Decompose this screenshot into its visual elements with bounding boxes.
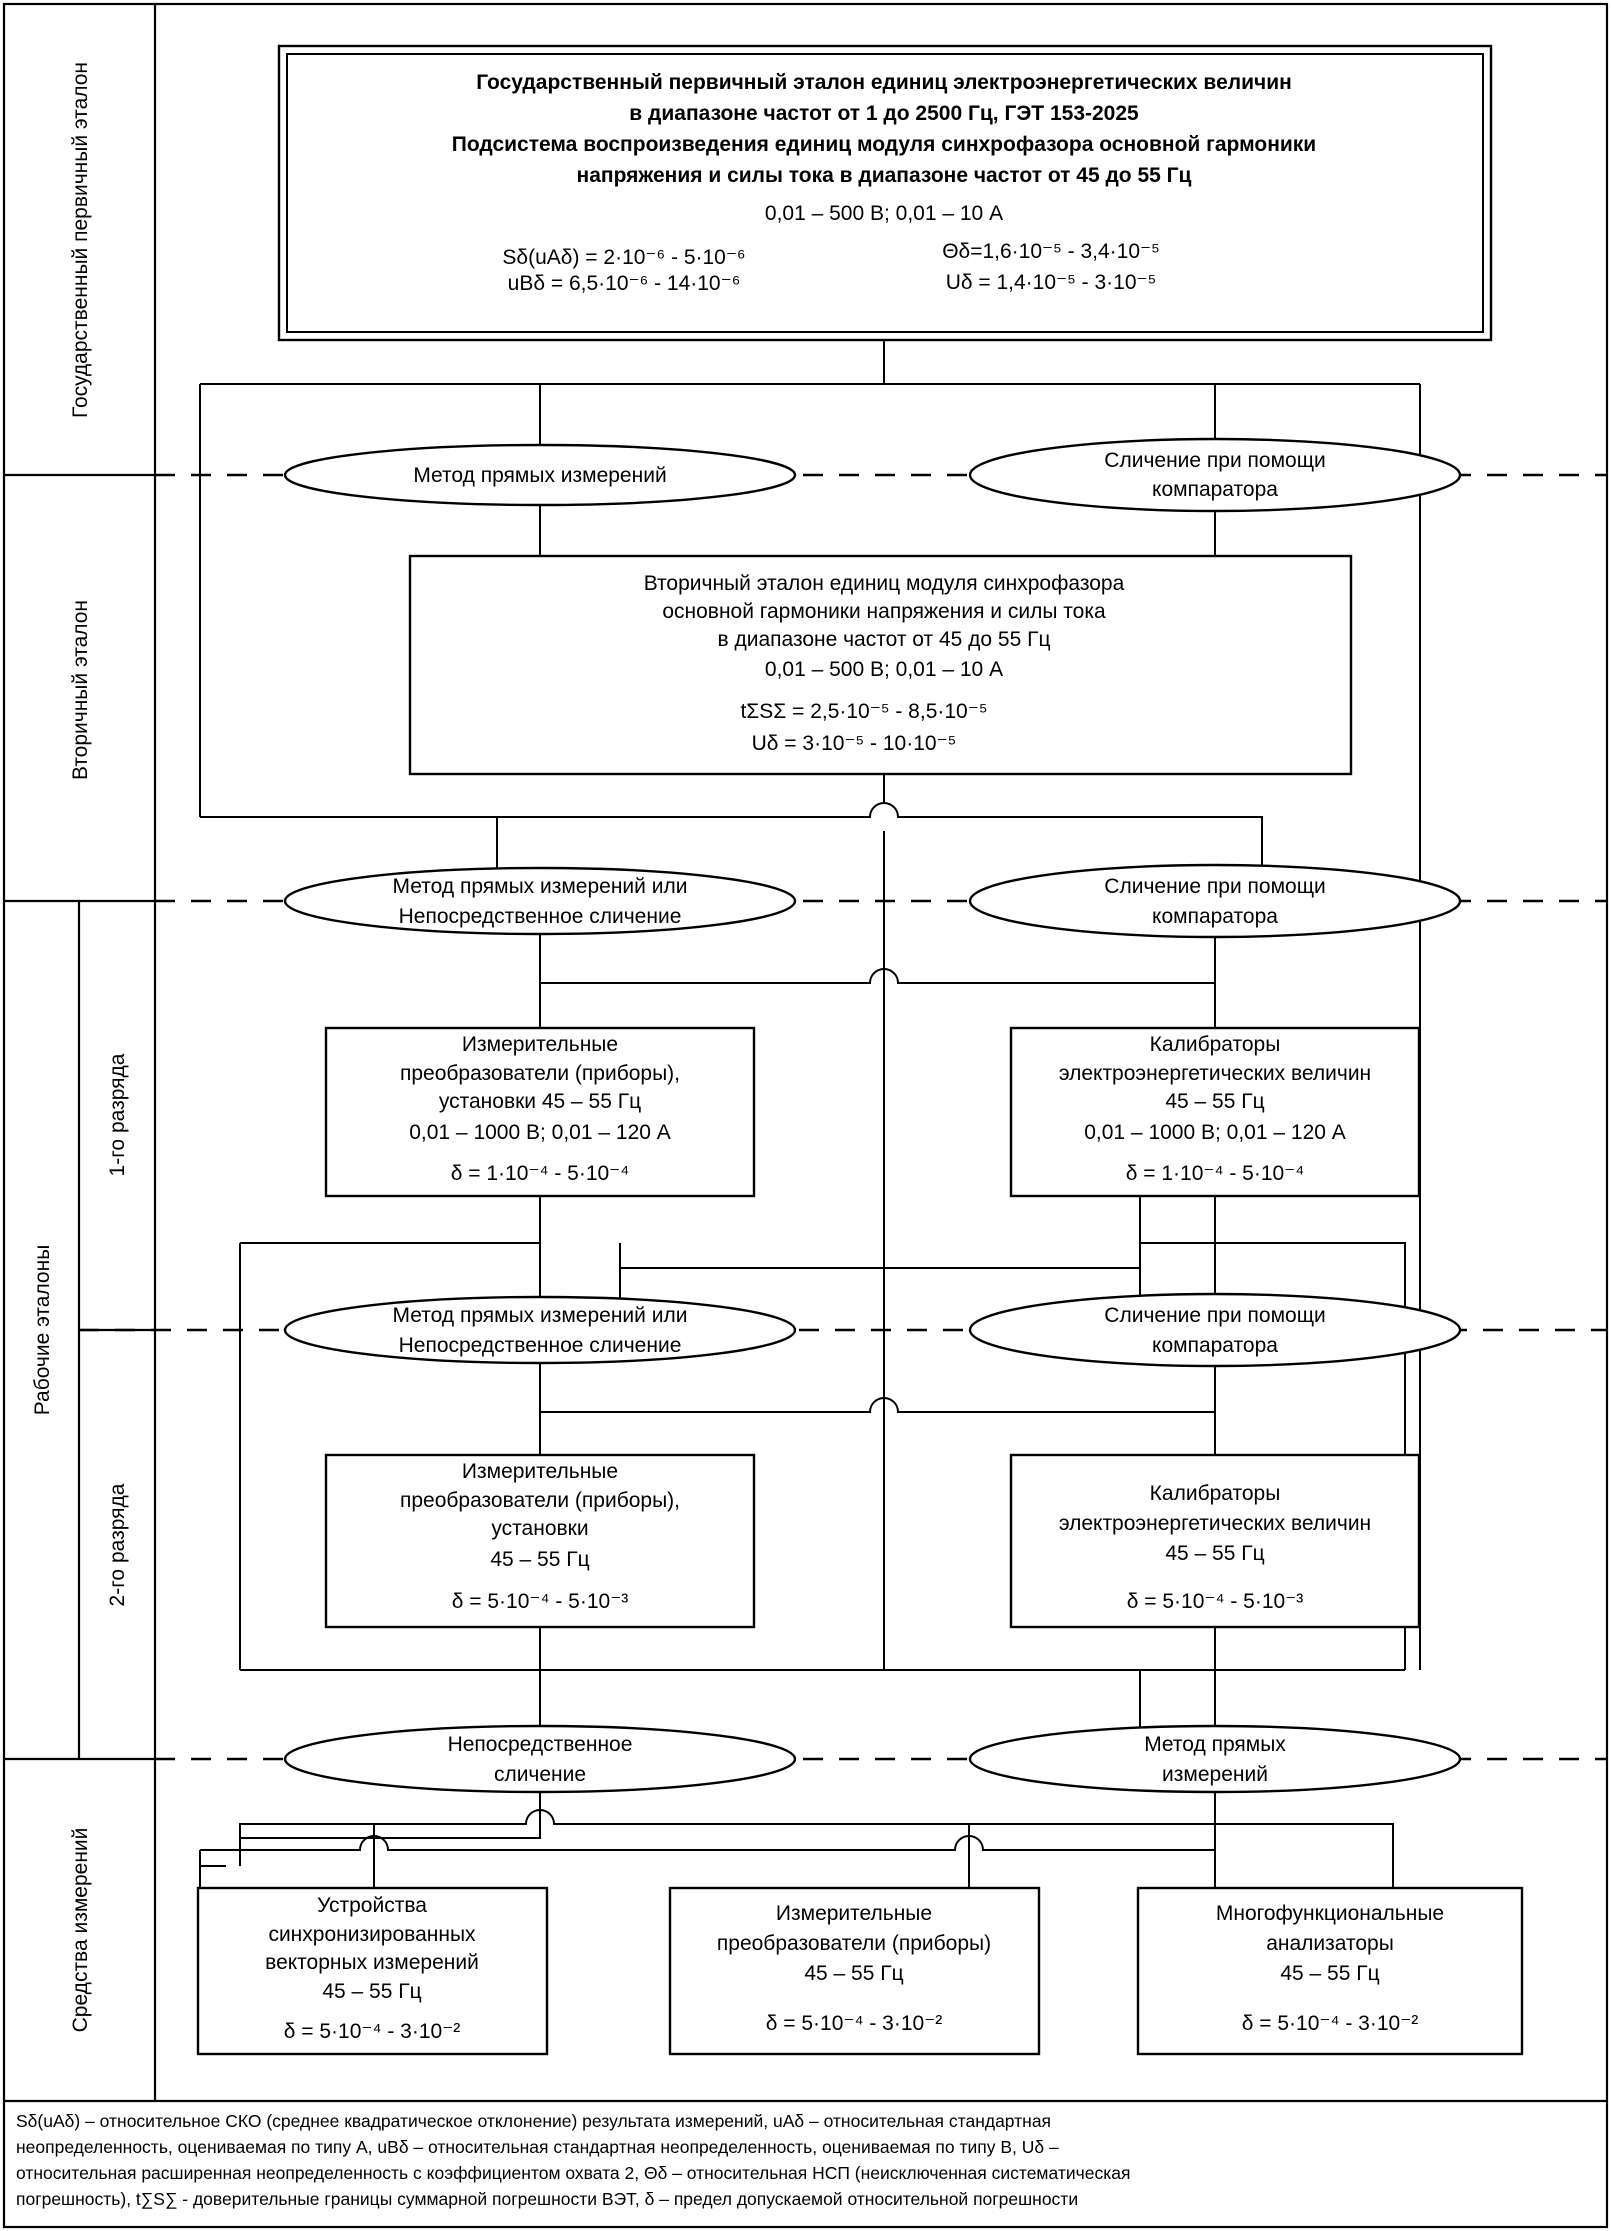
primary-title-line3: Подсистема воспроизведения единиц модуля… — [452, 133, 1316, 156]
svg-text:δ = 1·10⁻⁴ - 5·10⁻⁴: δ = 1·10⁻⁴ - 5·10⁻⁴ — [1126, 1162, 1305, 1185]
svg-text:неопределенность, оцениваемая: неопределенность, оцениваемая по типу А,… — [16, 2137, 1059, 2157]
side-label-secondary-standard: Вторичный эталон — [69, 600, 92, 780]
svg-text:Непосредственное сличение: Непосредственное сличение — [399, 905, 682, 928]
svg-text:tΣSΣ = 2,5·10⁻⁵ - 8,5·10⁻⁵: tΣSΣ = 2,5·10⁻⁵ - 8,5·10⁻⁵ — [740, 700, 987, 723]
svg-text:0,01 – 1000 В; 0,01 – 120 А: 0,01 – 1000 В; 0,01 – 120 А — [409, 1121, 671, 1144]
svg-text:Метод прямых измерений: Метод прямых измерений — [413, 464, 666, 487]
svg-text:установки 45 – 55 Гц: установки 45 – 55 Гц — [439, 1090, 641, 1113]
svg-text:преобразователи (приборы),: преобразователи (приборы), — [400, 1062, 680, 1085]
svg-text:относительная расширенная неоп: относительная расширенная неопределеннос… — [16, 2163, 1130, 2183]
svg-text:Измерительные: Измерительные — [776, 1902, 932, 1925]
primary-ub-value: uBδ = 6,5·10⁻⁶ - 14·10⁻⁶ — [508, 272, 741, 295]
svg-text:0,01 – 1000 В; 0,01 – 120 А: 0,01 – 1000 В; 0,01 – 120 А — [1084, 1121, 1346, 1144]
svg-text:преобразователи (приборы): преобразователи (приборы) — [717, 1932, 991, 1955]
svg-text:Сличение при помощи: Сличение при помощи — [1104, 449, 1325, 472]
method-direct-or-comparison-3: Метод прямых измерений или Непосредствен… — [283, 1295, 797, 1365]
svg-text:синхронизированных: синхронизированных — [268, 1923, 476, 1946]
method-direct-comparison-4: Непосредственное сличение — [283, 1724, 797, 1794]
method-comparator-3: Сличение при помощи компаратора — [968, 1292, 1462, 1368]
instrument-pmu-box: Устройства синхронизированных векторных … — [196, 1886, 549, 2056]
svg-text:Непосредственное сличение: Непосредственное сличение — [399, 1334, 682, 1357]
svg-text:45 – 55 Гц: 45 – 55 Гц — [1165, 1090, 1264, 1113]
svg-text:Метод прямых измерений или: Метод прямых измерений или — [393, 1304, 688, 1327]
primary-theta-value: Θδ=1,6·10⁻⁵ - 3,4·10⁻⁵ — [942, 240, 1160, 263]
svg-text:Калибраторы: Калибраторы — [1150, 1033, 1281, 1056]
svg-text:Sδ(uAδ) – относительное СКО (с: Sδ(uAδ) – относительное СКО (среднее ква… — [16, 2111, 1051, 2131]
svg-text:45 – 55 Гц: 45 – 55 Гц — [490, 1548, 589, 1571]
svg-text:Метод прямых: Метод прямых — [1144, 1733, 1286, 1756]
svg-text:0,01 – 500 В; 0,01 – 10 А: 0,01 – 500 В; 0,01 – 10 А — [765, 658, 1003, 681]
svg-text:Устройства: Устройства — [317, 1894, 427, 1917]
svg-text:Многофункциональные: Многофункциональные — [1216, 1902, 1444, 1925]
svg-text:преобразователи (приборы),: преобразователи (приборы), — [400, 1489, 680, 1512]
svg-text:компаратора: компаратора — [1152, 1334, 1278, 1357]
method-direct-measurement-4: Метод прямых измерений — [968, 1724, 1462, 1794]
secondary-standard-box: Вторичный эталон единиц модуля синхрофаз… — [408, 554, 1353, 776]
svg-text:45 – 55 Гц: 45 – 55 Гц — [804, 1962, 903, 1985]
svg-text:электроэнергетических величин: электроэнергетических величин — [1059, 1512, 1371, 1535]
svg-text:δ = 5·10⁻⁴ - 3·10⁻²: δ = 5·10⁻⁴ - 3·10⁻² — [766, 2012, 943, 2035]
svg-text:δ = 1·10⁻⁴ - 5·10⁻⁴: δ = 1·10⁻⁴ - 5·10⁻⁴ — [451, 1162, 630, 1185]
svg-text:δ = 5·10⁻⁴ - 3·10⁻²: δ = 5·10⁻⁴ - 3·10⁻² — [1242, 2012, 1419, 2035]
primary-standard-box: Государственный первичный эталон единиц … — [277, 44, 1493, 342]
svg-text:анализаторы: анализаторы — [1266, 1932, 1394, 1955]
side-label-rank-1: 1-го разряда — [106, 1053, 129, 1176]
svg-text:Непосредственное: Непосредственное — [448, 1733, 633, 1756]
primary-u-value: Uδ = 1,4·10⁻⁵ - 3·10⁻⁵ — [946, 271, 1157, 294]
svg-text:45 – 55 Гц: 45 – 55 Гц — [322, 1980, 421, 2003]
svg-text:векторных измерений: векторных измерений — [265, 1951, 479, 1974]
svg-text:погрешность), t∑S∑ - доверител: погрешность), t∑S∑ - доверительные грани… — [16, 2189, 1078, 2209]
primary-title-line1: Государственный первичный эталон единиц … — [476, 71, 1292, 94]
svg-text:Uδ = 3·10⁻⁵ - 10·10⁻⁵: Uδ = 3·10⁻⁵ - 10·10⁻⁵ — [752, 732, 957, 755]
svg-text:δ = 5·10⁻⁴ - 3·10⁻²: δ = 5·10⁻⁴ - 3·10⁻² — [284, 2020, 461, 2043]
svg-text:δ = 5·10⁻⁴ - 5·10⁻³: δ = 5·10⁻⁴ - 5·10⁻³ — [1127, 1590, 1304, 1613]
svg-text:δ = 5·10⁻⁴ - 5·10⁻³: δ = 5·10⁻⁴ - 5·10⁻³ — [452, 1590, 629, 1613]
footnote: Sδ(uAδ) – относительное СКО (среднее ква… — [16, 2111, 1130, 2209]
rank2-calibrators-box: Калибраторы электроэнергетических величи… — [1009, 1453, 1421, 1629]
svg-text:Измерительные: Измерительные — [462, 1033, 618, 1056]
side-label-rank-2: 2-го разряда — [106, 1483, 129, 1606]
primary-s-value: Sδ(uAδ) = 2·10⁻⁶ - 5·10⁻⁶ — [502, 246, 745, 269]
primary-title-line2: в диапазоне частот от 1 до 2500 Гц, ГЭТ … — [629, 102, 1139, 125]
svg-text:Вторичный эталон единиц модуля: Вторичный эталон единиц модуля синхрофаз… — [644, 572, 1125, 595]
svg-text:в диапазоне частот от 45 до 55: в диапазоне частот от 45 до 55 Гц — [717, 628, 1050, 651]
svg-text:Сличение при помощи: Сличение при помощи — [1104, 1304, 1325, 1327]
svg-text:основной гармоники напряжения: основной гармоники напряжения и силы ток… — [662, 600, 1106, 623]
svg-text:Метод прямых измерений или: Метод прямых измерений или — [393, 875, 688, 898]
rank2-measuring-converters-box: Измерительные преобразователи (приборы),… — [324, 1453, 756, 1629]
primary-range: 0,01 – 500 В; 0,01 – 10 А — [765, 202, 1003, 225]
instrument-converters-box: Измерительные преобразователи (приборы) … — [668, 1886, 1041, 2056]
svg-text:компаратора: компаратора — [1152, 478, 1278, 501]
method-direct-measurement-1: Метод прямых измерений — [283, 443, 797, 507]
rank1-calibrators-box: Калибраторы электроэнергетических величи… — [1009, 1026, 1421, 1198]
svg-text:компаратора: компаратора — [1152, 905, 1278, 928]
instrument-analyzers-box: Многофункциональные анализаторы 45 – 55 … — [1136, 1886, 1524, 2056]
side-label-working-standards: Рабочие эталоны — [31, 1245, 54, 1416]
svg-text:сличение: сличение — [494, 1763, 586, 1786]
svg-text:электроэнергетических величин: электроэнергетических величин — [1059, 1062, 1371, 1085]
svg-text:Сличение при помощи: Сличение при помощи — [1104, 875, 1325, 898]
svg-text:45 – 55 Гц: 45 – 55 Гц — [1280, 1962, 1379, 1985]
svg-text:Калибраторы: Калибраторы — [1150, 1482, 1281, 1505]
method-direct-or-comparison-2: Метод прямых измерений или Непосредствен… — [283, 866, 797, 936]
method-comparator-2: Сличение при помощи компаратора — [968, 863, 1462, 939]
svg-text:45 – 55 Гц: 45 – 55 Гц — [1165, 1542, 1264, 1565]
method-comparator-1: Сличение при помощи компаратора — [968, 437, 1462, 513]
primary-title-line4: напряжения и силы тока в диапазоне часто… — [577, 164, 1192, 187]
svg-text:Измерительные: Измерительные — [462, 1460, 618, 1483]
svg-text:измерений: измерений — [1162, 1763, 1268, 1786]
side-label-primary-standard: Государственный первичный эталон — [69, 62, 92, 418]
side-label-measuring-instruments: Средства измерений — [69, 1828, 92, 2033]
rank1-measuring-converters-box: Измерительные преобразователи (приборы),… — [324, 1026, 756, 1198]
svg-text:установки: установки — [491, 1517, 588, 1540]
